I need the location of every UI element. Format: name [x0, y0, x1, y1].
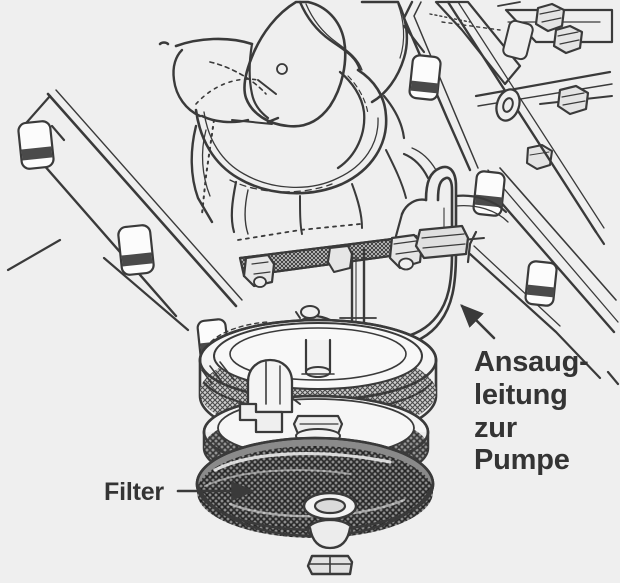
- engine-housing: [158, 0, 426, 235]
- center-shaft: [339, 248, 377, 332]
- linkage-rods: [446, 0, 620, 386]
- cross-member: [237, 223, 424, 288]
- linkage-rods: [6, 89, 243, 332]
- suction-pipe: [394, 147, 509, 348]
- bottom-nut: [306, 518, 354, 576]
- filter-clamp: [238, 358, 301, 434]
- callout-leader-suction: [460, 304, 496, 340]
- callout-label-filter: Filter: [104, 478, 164, 506]
- rod-pivot-eye: [495, 88, 521, 122]
- hex-nut: [525, 2, 590, 171]
- callout-label-suction-line: Ansaug- leitung zur Pumpe: [474, 346, 589, 477]
